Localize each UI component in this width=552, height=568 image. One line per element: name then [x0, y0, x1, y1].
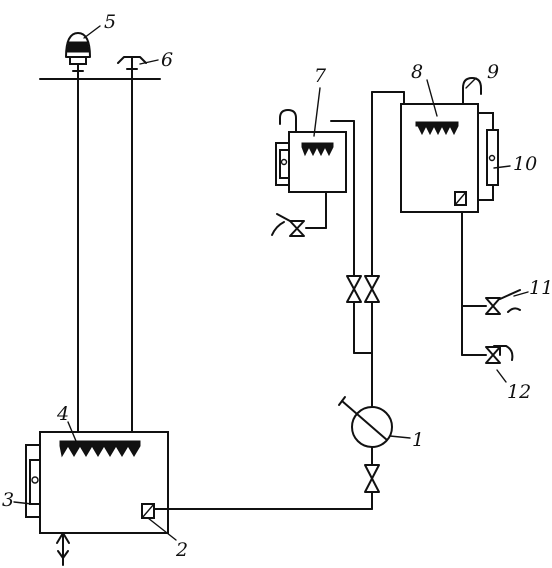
- tank-7: [271, 109, 347, 237]
- label-5: 5: [104, 11, 116, 33]
- label-2: 2: [175, 539, 188, 561]
- labels: 5 6 7 8 9 10 11 12 1 2 3 4: [2, 11, 552, 561]
- label-3: 3: [2, 489, 14, 511]
- pipe-to-tank-7: [330, 120, 373, 354]
- top-device-6: [117, 56, 147, 80]
- top-device-5: [65, 32, 91, 80]
- tap-11: [485, 289, 521, 315]
- label-10: 10: [513, 153, 537, 175]
- leader-lines: [13, 25, 529, 541]
- tank-8: [400, 77, 499, 213]
- pipe-to-tank-8: [364, 91, 405, 354]
- label-7: 7: [314, 65, 327, 87]
- label-9: 9: [487, 61, 499, 83]
- label-12: 12: [507, 381, 531, 403]
- bottom-pipe: [153, 491, 373, 510]
- main-tank: [25, 431, 169, 566]
- pump-1: [338, 352, 393, 466]
- outlet-8: [461, 211, 487, 356]
- label-6: 6: [161, 49, 173, 71]
- label-11: 11: [529, 277, 552, 299]
- riser-pipes: [77, 78, 133, 439]
- valve-bottom: [364, 464, 380, 493]
- tap-12: [485, 345, 514, 364]
- label-8: 8: [411, 61, 423, 83]
- label-4: 4: [56, 403, 69, 425]
- label-1: 1: [412, 429, 424, 451]
